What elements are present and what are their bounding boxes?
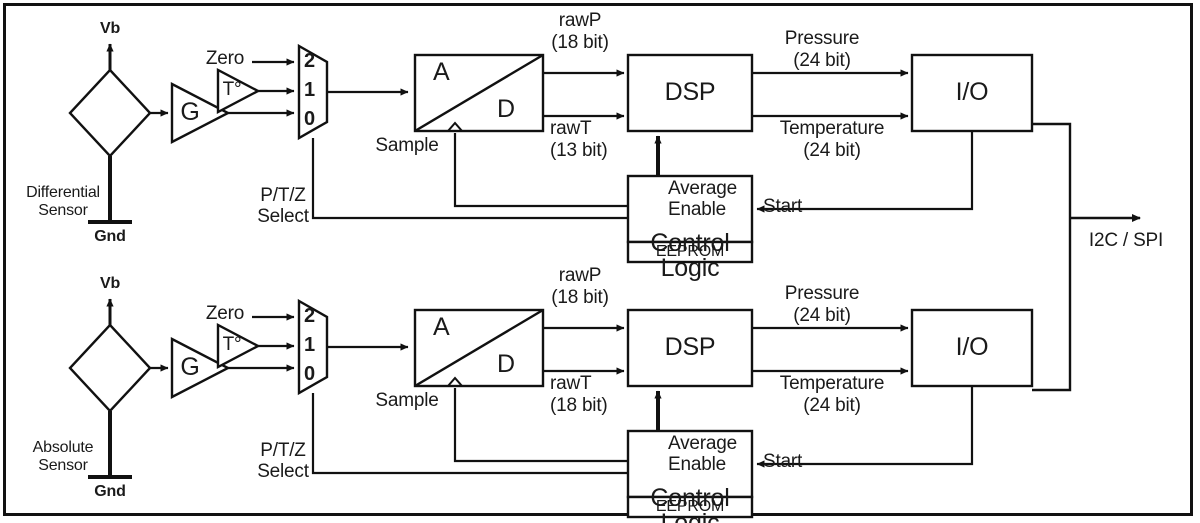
average-enable-label-differential: Average Enable <box>668 177 738 220</box>
io-label-absolute: I/O <box>955 333 989 361</box>
diagram-border <box>3 3 1193 516</box>
rawp-bits-absolute: (18 bit) <box>551 287 609 308</box>
start-label-differential: Start <box>763 196 803 217</box>
average-enable-label-absolute: Average Enable <box>668 432 738 475</box>
io-label-differential: I/O <box>955 78 989 106</box>
pressure-bits-absolute: (24 bit) <box>793 305 851 326</box>
mux-select-label-differential: P/T/Z Select <box>257 184 309 227</box>
rawp-label-differential: rawP <box>558 10 602 31</box>
i2c-spi-label: I2C / SPI <box>1088 230 1164 251</box>
rawt-bits-differential: (13 bit) <box>550 140 608 161</box>
rawp-bits-differential: (18 bit) <box>551 32 609 53</box>
mux-input-2-differential: 2 <box>304 50 315 72</box>
temperature-label-absolute: Temperature <box>779 373 885 394</box>
sample-label-absolute: Sample <box>375 390 439 411</box>
sample-label-differential: Sample <box>375 135 439 156</box>
mux-input-0-absolute: 0 <box>304 363 315 385</box>
pressure-label-differential: Pressure <box>784 28 860 49</box>
dsp-label-differential: DSP <box>664 78 716 106</box>
ground-label-differential: Gnd <box>94 228 126 245</box>
rawp-label-absolute: rawP <box>558 265 602 286</box>
mux-input-1-differential: 1 <box>304 79 315 101</box>
mux-input-0-differential: 0 <box>304 108 315 130</box>
rawt-label-differential: rawT <box>550 118 592 139</box>
adc-analog-label-absolute: A <box>433 313 450 341</box>
temperature-bits-absolute: (24 bit) <box>803 395 861 416</box>
adc-digital-label-differential: D <box>497 95 515 123</box>
pressure-bits-differential: (24 bit) <box>793 50 851 71</box>
mux-input-2-absolute: 2 <box>304 305 315 327</box>
zero-label-differential: Zero <box>205 48 245 69</box>
i2c-spi-bus <box>1032 122 1141 392</box>
control-logic-label-differential: Control Logic <box>650 229 730 282</box>
eeprom-label-absolute: EEPROM <box>655 498 725 515</box>
sensor-label-absolute: Absolute Sensor <box>32 438 94 474</box>
eeprom-label-differential: EEPROM <box>655 243 725 260</box>
adc-digital-label-absolute: D <box>497 350 515 378</box>
dsp-label-absolute: DSP <box>664 333 716 361</box>
gain-amp-label-differential: G <box>180 98 200 126</box>
temperature-label-differential: Temperature <box>779 118 885 139</box>
ground-label-absolute: Gnd <box>94 483 126 500</box>
zero-label-absolute: Zero <box>205 303 245 324</box>
mux-input-1-absolute: 1 <box>304 334 315 356</box>
control-logic-label-absolute: Control Logic <box>650 484 730 523</box>
temp-sensor-label-differential: T° <box>222 79 242 100</box>
mux-select-label-absolute: P/T/Z Select <box>257 439 309 482</box>
gain-amp-label-absolute: G <box>180 353 200 381</box>
supply-label-differential: Vb <box>99 20 121 37</box>
sensor-label-differential: Differential Sensor <box>26 183 100 219</box>
temp-sensor-label-absolute: T° <box>222 334 242 355</box>
rawt-label-absolute: rawT <box>550 373 592 394</box>
rawt-bits-absolute: (18 bit) <box>550 395 608 416</box>
pressure-label-absolute: Pressure <box>784 283 860 304</box>
supply-label-absolute: Vb <box>99 275 121 292</box>
temperature-bits-differential: (24 bit) <box>803 140 861 161</box>
start-label-absolute: Start <box>763 451 803 472</box>
adc-analog-label-differential: A <box>433 58 450 86</box>
